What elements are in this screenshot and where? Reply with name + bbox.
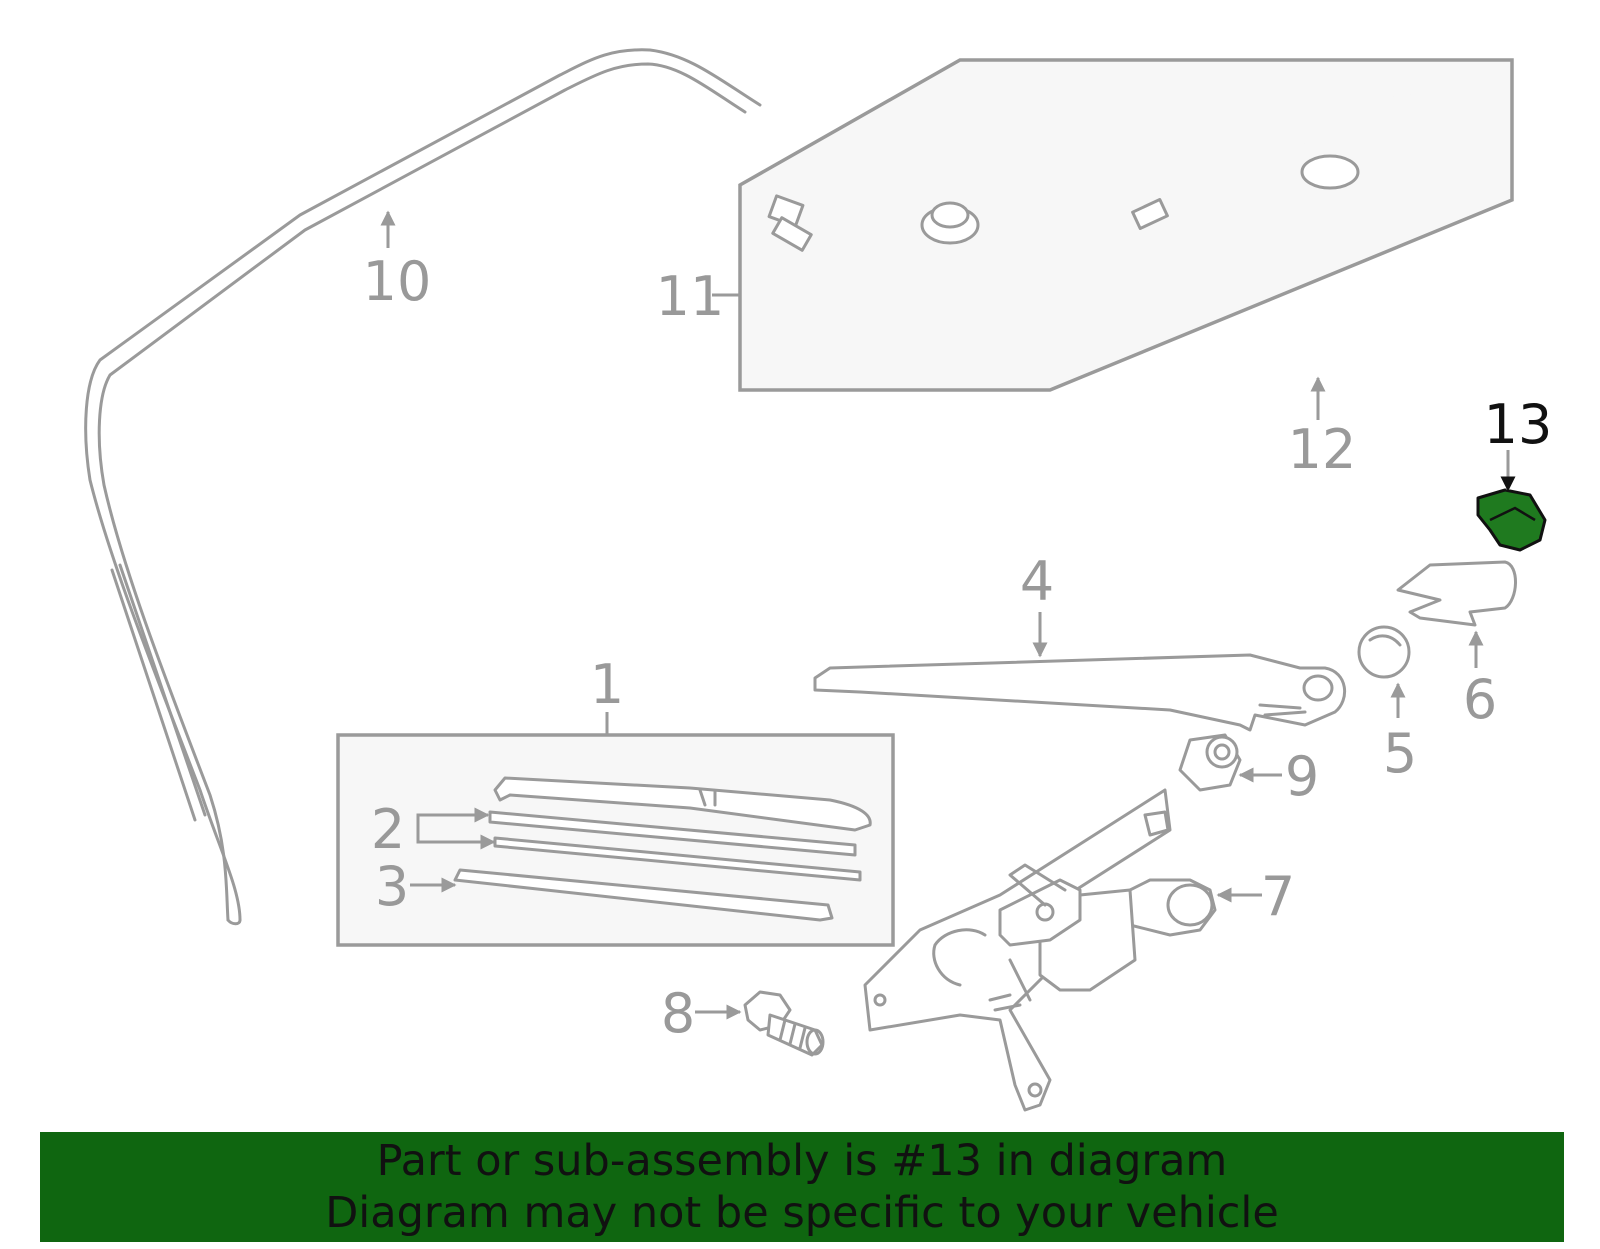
callout-9: 9 [1285, 745, 1319, 808]
callout-8: 8 [661, 982, 695, 1045]
part-1-wiper-blade-box [336, 733, 895, 947]
banner-line-part-number: Part or sub-assembly is #13 in diagram [376, 1136, 1228, 1186]
callout-11: 11 [656, 265, 725, 328]
callout-12: 12 [1288, 418, 1357, 481]
callout-1: 1 [590, 653, 624, 716]
part-10-washer-hose [84, 48, 762, 926]
callout-7: 7 [1261, 865, 1295, 928]
part-6-cap [1396, 560, 1517, 627]
part-9-nut [1178, 733, 1242, 792]
callout-2: 2 [371, 798, 405, 861]
leader-2 [416, 813, 492, 844]
part-4-wiper-arm [813, 653, 1347, 732]
part-11-hose-kit [738, 58, 1514, 392]
part-8-bolt [743, 990, 825, 1057]
callout-3: 3 [375, 855, 409, 918]
callout-4: 4 [1020, 550, 1054, 613]
part-12-washer-hose [1245, 329, 1460, 485]
part-7-wiper-motor [863, 788, 1217, 1112]
info-banner: Part or sub-assembly is #13 in diagram D… [40, 1132, 1564, 1242]
callout-5: 5 [1383, 722, 1417, 785]
callout-10: 10 [363, 250, 432, 313]
parts-diagram: 10 11 12 13 6 5 [84, 48, 1553, 1112]
callout-6: 6 [1463, 668, 1497, 731]
part-13-washer-nozzle [1476, 488, 1547, 552]
banner-line-disclaimer: Diagram may not be specific to your vehi… [325, 1188, 1279, 1238]
callout-13: 13 [1484, 393, 1553, 456]
part-5-round-cap [1357, 625, 1411, 679]
